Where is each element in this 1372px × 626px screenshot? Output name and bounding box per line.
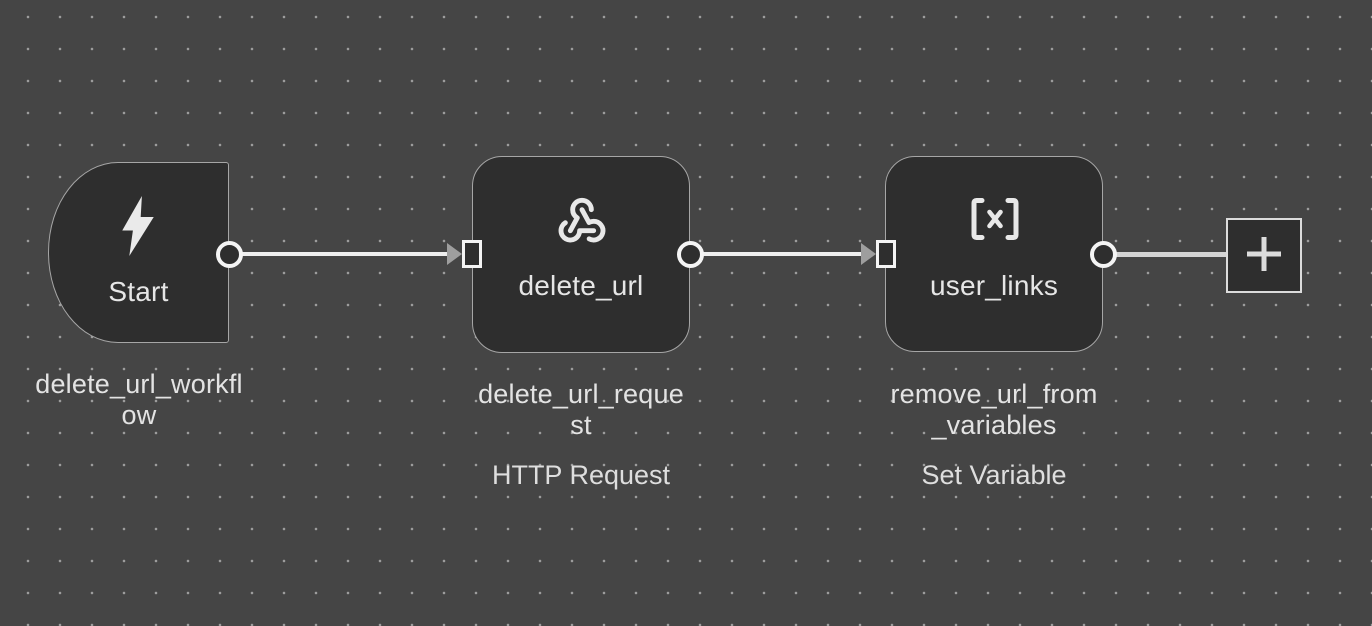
output-port[interactable]: [216, 241, 243, 268]
connection-line[interactable]: [1116, 252, 1226, 257]
webhook-icon: [554, 191, 610, 252]
variable-brackets-icon: [966, 195, 1024, 248]
node-title: delete_url: [518, 270, 644, 301]
node-title: user_links: [929, 270, 1059, 301]
node-set-variable[interactable]: user_links: [885, 156, 1103, 352]
connection-line[interactable]: [703, 252, 862, 256]
node-name-label: delete_url_request: [478, 379, 684, 440]
node-http-request[interactable]: delete_url: [472, 156, 690, 353]
input-port[interactable]: [876, 240, 896, 268]
node-name-label: remove_url_from_variables: [890, 379, 1098, 440]
node-title: Start: [108, 276, 169, 307]
connection-line[interactable]: [242, 252, 448, 256]
output-port[interactable]: [1090, 241, 1117, 268]
input-port[interactable]: [462, 240, 482, 268]
node-start[interactable]: Start: [48, 162, 229, 343]
lightning-bolt-icon: [121, 196, 155, 261]
add-node-button[interactable]: [1226, 218, 1302, 293]
node-type-label: Set Variable: [921, 460, 1067, 490]
node-type-label: HTTP Request: [491, 460, 671, 490]
connection-arrow-icon: [861, 243, 876, 265]
connection-arrow-icon: [447, 243, 462, 265]
node-name-label: delete_url_workflow: [35, 369, 243, 430]
output-port[interactable]: [677, 241, 704, 268]
plus-icon: [1246, 236, 1282, 275]
